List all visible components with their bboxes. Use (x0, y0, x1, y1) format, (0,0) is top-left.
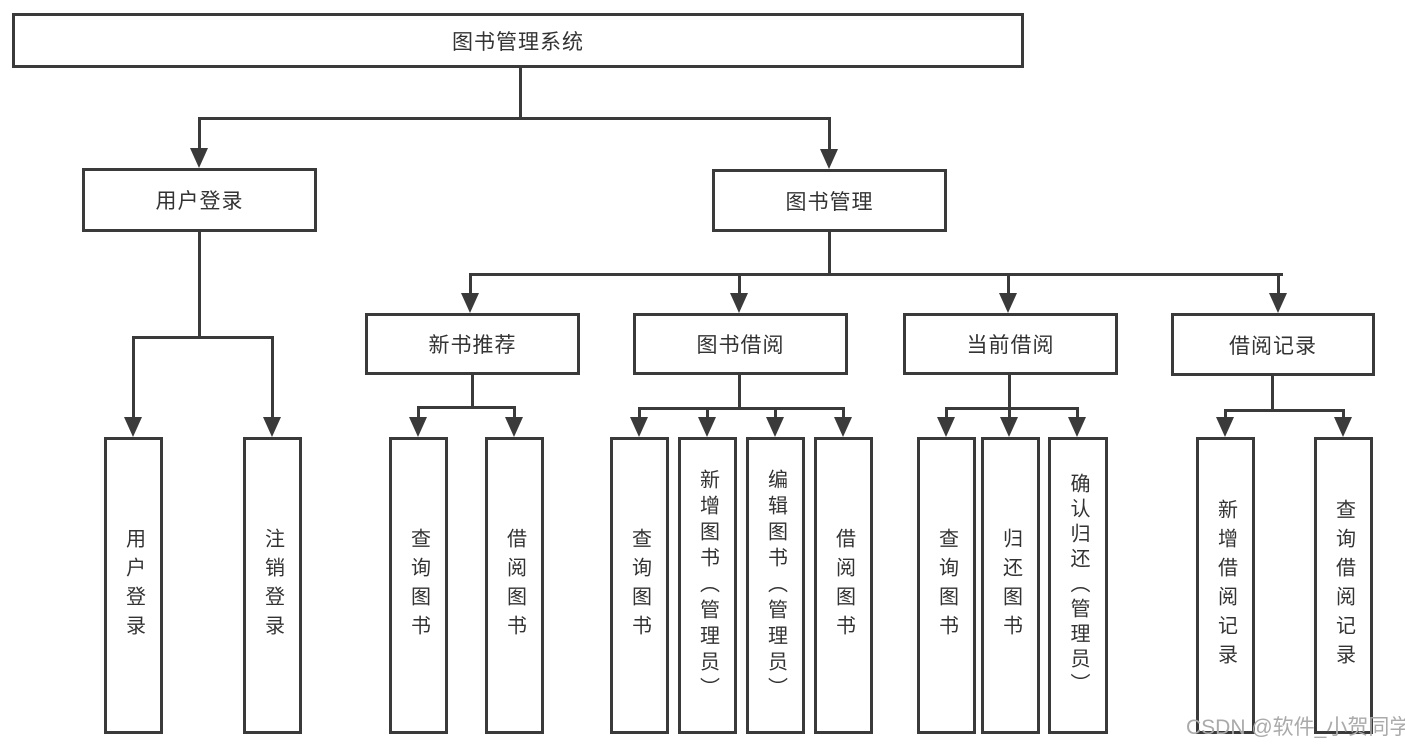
connector-arrowhead (409, 417, 427, 437)
connector-drop-leaf (774, 407, 777, 419)
connector-current-borrow-stem (1008, 375, 1011, 410)
leaf-logout: 注销登录 (243, 437, 302, 734)
leaf-borrow-query-books-label: 查询图书 (628, 527, 651, 644)
node-user-login-label: 用户登录 (155, 190, 244, 213)
node-borrow-record-label: 借阅记录 (1229, 334, 1317, 358)
connector-arrowhead (937, 417, 955, 437)
connector-drop-section (1277, 273, 1280, 295)
leaf-confirm-return-admin: 确认归还（管理员） (1048, 437, 1108, 734)
connector-arrowhead (263, 417, 281, 437)
connector-arrowhead (630, 417, 648, 437)
connector-user-login-splitter (132, 336, 274, 339)
node-book-mgmt-label: 图书管理 (785, 190, 874, 214)
connector-drop-leaf (1076, 407, 1079, 419)
connector-drop-leaf (638, 407, 641, 419)
leaf-borrow-query-books: 查询图书 (610, 437, 669, 734)
connector-drop-leaf (271, 336, 274, 419)
leaf-add-borrow-record: 新增借阅记录 (1196, 437, 1255, 734)
connector-drop-leaf (842, 407, 845, 419)
connector-drop-leaf (945, 407, 948, 419)
connector-drop-leaf (1008, 407, 1011, 419)
csdn-watermark-text: CSDN @软件_小贺同学 (1186, 716, 1405, 739)
connector-drop-leaf (513, 406, 516, 419)
node-root: 图书管理系统 (12, 13, 1024, 68)
connector-arrowhead (1334, 417, 1352, 437)
node-user-login: 用户登录 (82, 168, 317, 232)
connector-borrow-record-splitter (1224, 409, 1344, 412)
node-root-label: 图书管理系统 (452, 30, 584, 54)
leaf-confirm-return-admin-label: 确认归还（管理员） (1067, 473, 1089, 698)
connector-arrowhead (505, 417, 523, 437)
leaf-user-login-label: 用户登录 (122, 527, 145, 644)
node-new-book-rec-label: 新书推荐 (428, 334, 517, 357)
connector-drop-leaf (706, 407, 709, 419)
connector-drop-leaf (417, 406, 420, 419)
connector-arrowhead (190, 148, 208, 168)
leaf-rec-query-books: 查询图书 (389, 437, 448, 734)
connector-book-borrow-splitter (638, 407, 845, 410)
node-book-borrow-label: 图书借阅 (696, 334, 785, 357)
leaf-current-query-books-label: 查询图书 (935, 527, 958, 644)
leaf-edit-books-admin-label: 编辑图书（管理员） (764, 468, 787, 703)
node-book-borrow: 图书借阅 (633, 313, 848, 375)
connector-level2-splitter (198, 117, 831, 120)
csdn-watermark: CSDN @软件_小贺同学 (1186, 711, 1405, 741)
connector-drop-section (738, 273, 741, 295)
leaf-edit-books-admin: 编辑图书（管理员） (746, 437, 805, 734)
connector-borrow-record-stem (1271, 376, 1274, 412)
leaf-borrow-books: 借阅图书 (814, 437, 873, 734)
leaf-query-borrow-record-label: 查询借阅记录 (1332, 498, 1355, 673)
leaf-add-borrow-record-label: 新增借阅记录 (1214, 498, 1237, 673)
connector-current-borrow-splitter (945, 407, 1079, 410)
connector-arrowhead (820, 149, 838, 169)
leaf-logout-label: 注销登录 (261, 527, 284, 644)
leaf-rec-borrow-books-label: 借阅图书 (503, 527, 526, 644)
connector-arrowhead (766, 417, 784, 437)
leaf-current-query-books: 查询图书 (917, 437, 976, 734)
connector-user-login-stem (198, 232, 201, 339)
connector-arrowhead (1000, 417, 1018, 437)
connector-level3-splitter (469, 273, 1283, 276)
leaf-user-login: 用户登录 (104, 437, 163, 734)
connector-arrowhead (124, 417, 142, 437)
leaf-query-borrow-record: 查询借阅记录 (1314, 437, 1373, 734)
leaf-borrow-books-label: 借阅图书 (832, 527, 855, 644)
node-book-mgmt: 图书管理 (712, 169, 947, 232)
connector-book-borrow-stem (738, 375, 741, 410)
node-current-borrow-label: 当前借阅 (966, 334, 1055, 357)
connector-arrowhead (1068, 417, 1086, 437)
connector-drop-leaf (1224, 409, 1227, 419)
leaf-rec-query-books-label: 查询图书 (407, 527, 430, 644)
leaf-add-books-admin: 新增图书（管理员） (678, 437, 737, 734)
connector-arrowhead (698, 417, 716, 437)
connector-arrowhead (461, 293, 479, 313)
leaf-add-books-admin-label: 新增图书（管理员） (696, 468, 719, 703)
connector-new-book-rec-stem (471, 375, 474, 409)
connector-arrowhead (834, 417, 852, 437)
connector-arrowhead (999, 293, 1017, 313)
connector-book-mgmt-stem (828, 232, 831, 276)
connector-drop-section (469, 273, 472, 295)
connector-drop-section (1007, 273, 1010, 295)
node-borrow-record: 借阅记录 (1171, 313, 1375, 376)
connector-arrowhead (1269, 293, 1287, 313)
node-new-book-rec: 新书推荐 (365, 313, 580, 375)
connector-drop-leaf (132, 336, 135, 419)
connector-root-stem (519, 68, 522, 117)
connector-arrowhead (730, 293, 748, 313)
connector-new-book-rec-splitter (417, 406, 516, 409)
leaf-return-books: 归还图书 (981, 437, 1040, 734)
connector-drop-user-login (198, 117, 201, 150)
leaf-rec-borrow-books: 借阅图书 (485, 437, 544, 734)
node-current-borrow: 当前借阅 (903, 313, 1118, 375)
connector-drop-leaf (1342, 409, 1345, 419)
connector-arrowhead (1216, 417, 1234, 437)
connector-drop-book-mgmt (828, 117, 831, 151)
leaf-return-books-label: 归还图书 (999, 527, 1022, 644)
